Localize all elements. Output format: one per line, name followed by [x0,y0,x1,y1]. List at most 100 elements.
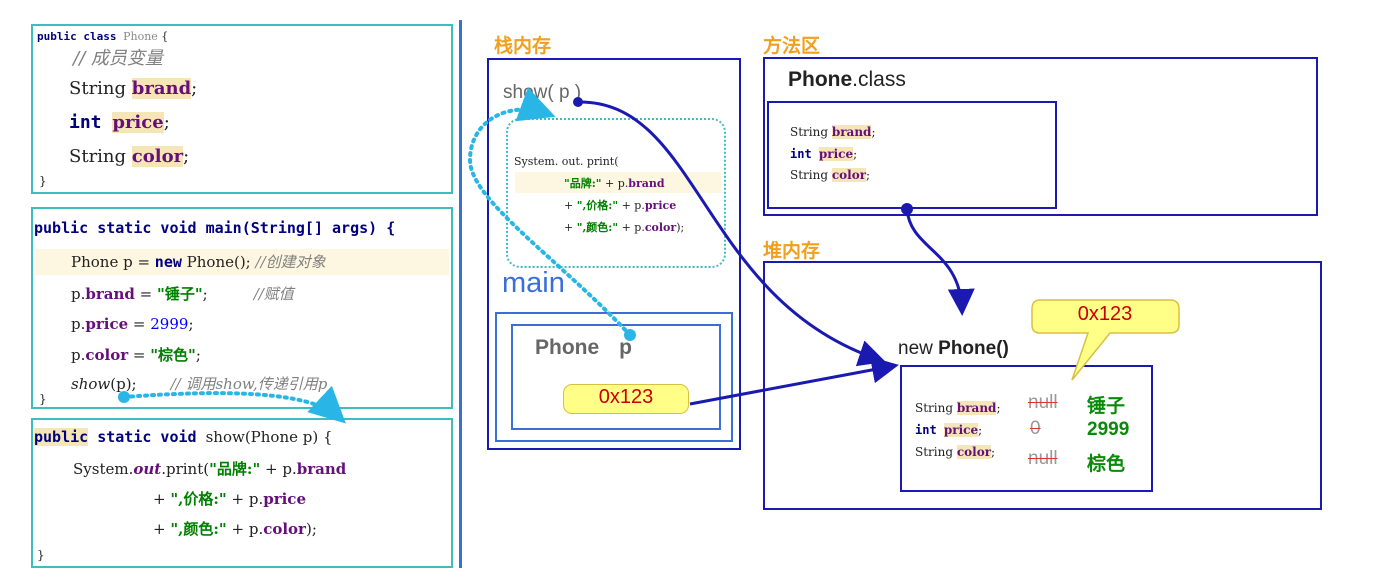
stack-print-line-4: + ",颜色:" + p.color); [564,219,684,235]
code-text: System. [73,460,134,478]
heap-address: 0x123 [1077,303,1133,325]
value-color: 棕色 [1087,454,1126,475]
type-string: String [69,78,132,99]
field-price: price [263,490,306,508]
field-color-line: String color; [69,146,189,167]
field-brand: brand [956,401,997,415]
call-show-arrow [122,385,346,424]
code-text: p. [71,346,86,364]
field-brand: brand [131,78,192,99]
type-string: String [915,401,957,415]
stack-print-line-2: "品牌:" + p.brand [564,175,665,191]
main-method-code-box: public static void main(String[] args) {… [31,207,453,409]
heap-field-color: String color; [915,445,995,459]
code-text: + [564,199,577,212]
class-field-brand: String brand; [790,125,876,139]
default-brand-null: null [1028,392,1058,413]
main-signature-text: public static void main(String[] args) { [34,219,396,237]
comment-call-show: // 调用show,传递引用p [170,375,328,393]
field-brand: brand [831,125,872,139]
string-literal: ",颜色:" [170,520,227,538]
stack-title: 栈内存 [494,35,552,57]
string-literal: ",颜色:" [576,221,619,234]
code-text: = [134,285,157,303]
code-text: Phone p = [71,253,155,271]
semicolon: ; [195,346,201,364]
main-signature: public static void main(String[] args) { [34,219,395,237]
show-param-dot [573,97,583,107]
field-price: price [818,147,854,161]
heap-address-callout [1031,299,1180,381]
print-line-1: System.out.print("品牌:" + p.brand [73,458,346,479]
semicolon: ; [853,147,858,161]
code-text: + p. [226,520,264,538]
default-color-null: null [1028,448,1058,469]
semicolon: ; [866,168,871,182]
field-price-line: int price; [69,112,170,133]
constructor: Phone() [938,338,1009,359]
stack-print-highlight [515,172,721,193]
type-string: String [915,445,957,459]
code-text: + p. [226,490,264,508]
type-int: int [69,112,113,133]
brace-close: } [39,392,47,406]
field-color: color [263,520,306,538]
code-text: System. out. print( [514,155,619,168]
code-text: .print( [161,460,210,478]
heap-field-price: int price; [915,423,982,437]
field-brand: brand [85,285,135,303]
type-string: String [790,125,832,139]
class-name: Phone [788,68,853,91]
kw-new: new [898,338,939,359]
heap-object-box [900,365,1153,492]
assign-brand-line: p.brand = "锤子";//赋值 [71,283,294,304]
value-price: 2999 [1087,419,1130,440]
stack-print-line-1: System. out. print( [514,155,618,168]
main-var-dot [624,329,636,341]
semicolon: ; [183,146,190,167]
field-color: color [644,221,677,234]
call-show-line: show(p);// 调用show,传递引用p [71,373,327,394]
stack-address: 0x123 [598,386,654,408]
class-field-price: int price; [790,147,857,161]
phone-class-label: Phone.class [788,68,906,92]
class-name: Phone [123,30,158,43]
class-declaration-line: public class Phone { [37,30,168,43]
field-price: price [943,423,979,437]
value-brand: 锤子 [1087,396,1126,417]
brace-close: } [39,174,47,188]
var-type: Phone [535,336,600,359]
class-dot [901,203,913,215]
semicolon: ; [991,445,996,459]
show-method-code-box: public static void show(Phone p) { Syste… [31,418,453,568]
brace-close: } [37,548,45,562]
print-line-3: + ",颜色:" + p.color); [153,518,317,539]
show-signature: public static void show(Phone p) { [34,428,333,446]
heap-title: 堆内存 [763,240,821,262]
semicolon: ; [871,125,876,139]
type-string: String [69,146,132,167]
field-price: price [644,199,677,212]
main-frame-inner-box [511,324,721,430]
class-field-color: String color; [790,168,870,182]
main-frame-box [495,312,733,442]
show-frame-dotted-box [506,118,726,268]
vertical-divider [459,20,462,568]
field-brand: brand [296,460,347,478]
field-color: color [831,168,867,182]
var-name: p [619,336,632,359]
code-text: + p. [618,199,645,212]
current-line-highlight [35,249,449,275]
number-literal: 2999 [150,315,189,333]
string-literal: "品牌:" [209,460,261,478]
create-object-line: Phone p = new Phone(); //创建对象 [71,251,326,272]
default-price-zero: 0 [1030,418,1041,439]
heap-field-brand: String brand; [915,401,1001,415]
semicolon: ; [996,401,1001,415]
type-int: int [915,423,944,437]
print-line-2: + ",价格:" + p.price [153,488,306,509]
field-price: price [112,112,164,133]
type-string: String [790,168,832,182]
semicolon: ; [978,423,983,437]
